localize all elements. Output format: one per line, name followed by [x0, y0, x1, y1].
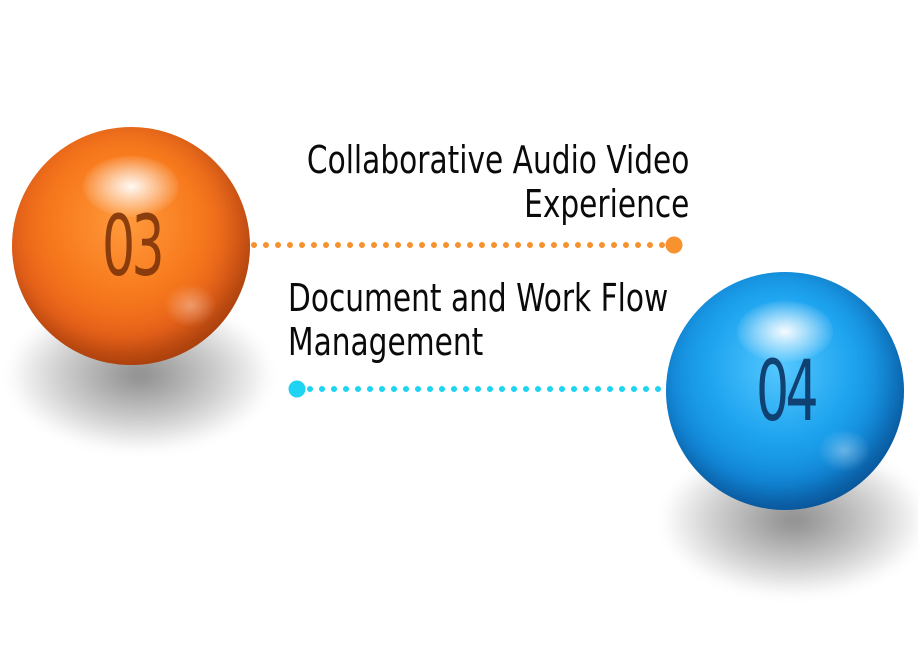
endpoint-dot-04 [288, 380, 306, 398]
ball-04: 04 [666, 272, 904, 510]
ball-number-03: 03 [101, 197, 165, 295]
connector-04 [288, 380, 665, 398]
label-03: Collaborative Audio Video Experience [276, 138, 690, 226]
label-04: Document and Work Flow Management [288, 276, 694, 364]
ball-03: 03 [12, 127, 250, 365]
label-03-line-2: Experience [524, 182, 690, 226]
connector-03 [251, 236, 683, 254]
label-04-line-2: Management [288, 320, 484, 364]
ball-number-04: 04 [755, 342, 819, 440]
endpoint-dot-03 [665, 236, 683, 254]
label-04-line-1: Document and Work Flow [288, 276, 669, 320]
label-03-line-1: Collaborative Audio Video [306, 138, 690, 182]
